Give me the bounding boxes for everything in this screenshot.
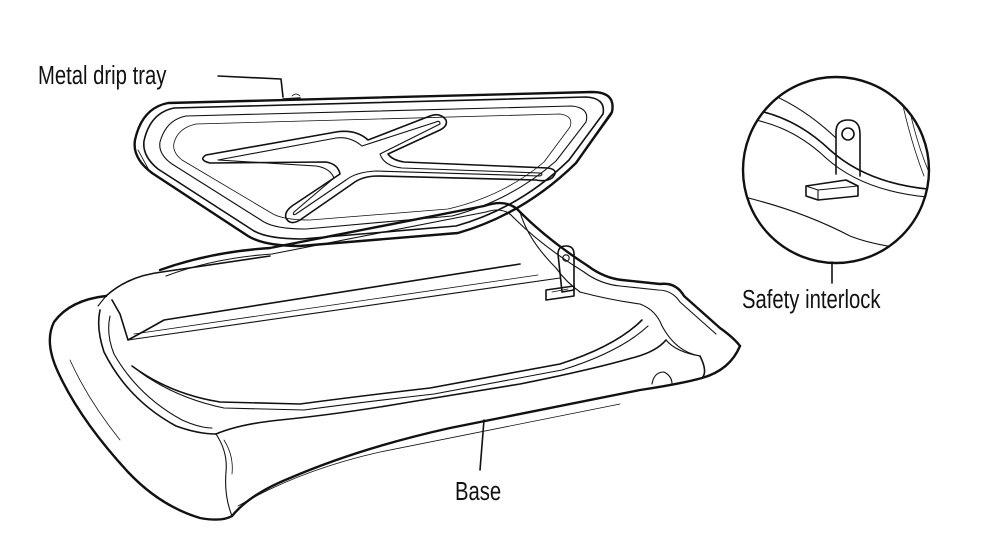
- tray-leader-line: [217, 75, 284, 98]
- interlock-label: Safety interlock: [742, 285, 881, 314]
- base-leader-line: [479, 419, 485, 471]
- base-callout: Base: [455, 419, 501, 506]
- interlock-detail-inset: [741, 75, 931, 265]
- tray-label: Metal drip tray: [38, 61, 167, 90]
- base-label: Base: [455, 477, 501, 506]
- base-safety-interlock: [545, 245, 575, 301]
- base: [48, 201, 742, 521]
- inset-circle: [741, 75, 931, 265]
- interlock-callout: Safety interlock: [742, 261, 881, 314]
- tray-callout: Metal drip tray: [38, 61, 284, 98]
- metal-drip-tray: [133, 90, 614, 248]
